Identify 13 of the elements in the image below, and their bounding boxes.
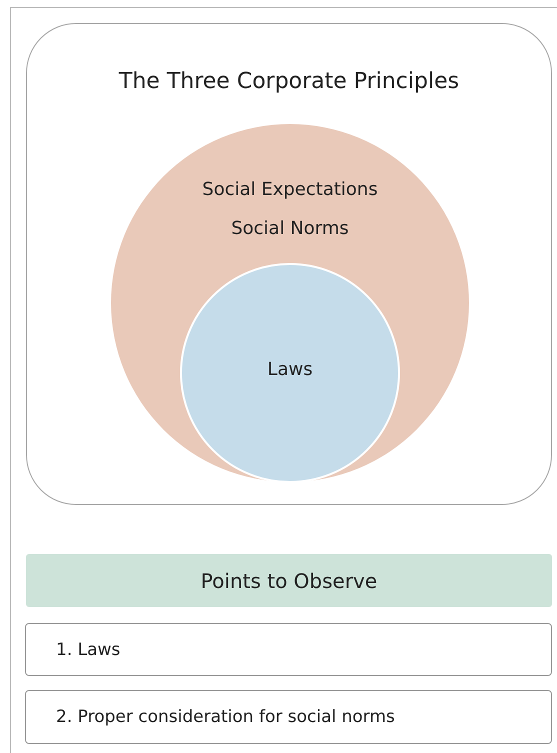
- list-item: [25, 690, 552, 744]
- item-text: 1. Laws: [56, 639, 120, 660]
- rounded-panel: [26, 23, 552, 505]
- circle-label: Social Norms: [231, 218, 349, 240]
- inner-circle: [180, 263, 400, 483]
- circle-label: Social Expectations: [202, 179, 378, 201]
- header-text: Points to Observe: [200, 568, 378, 592]
- header-bar: [26, 554, 552, 607]
- list-item: [25, 623, 552, 676]
- item-text: 2. Proper consideration for social norms: [56, 706, 395, 728]
- circle-label: Laws: [267, 359, 313, 381]
- panel-title: The Three Corporate Principles: [118, 68, 460, 96]
- outer-circle: [110, 123, 470, 483]
